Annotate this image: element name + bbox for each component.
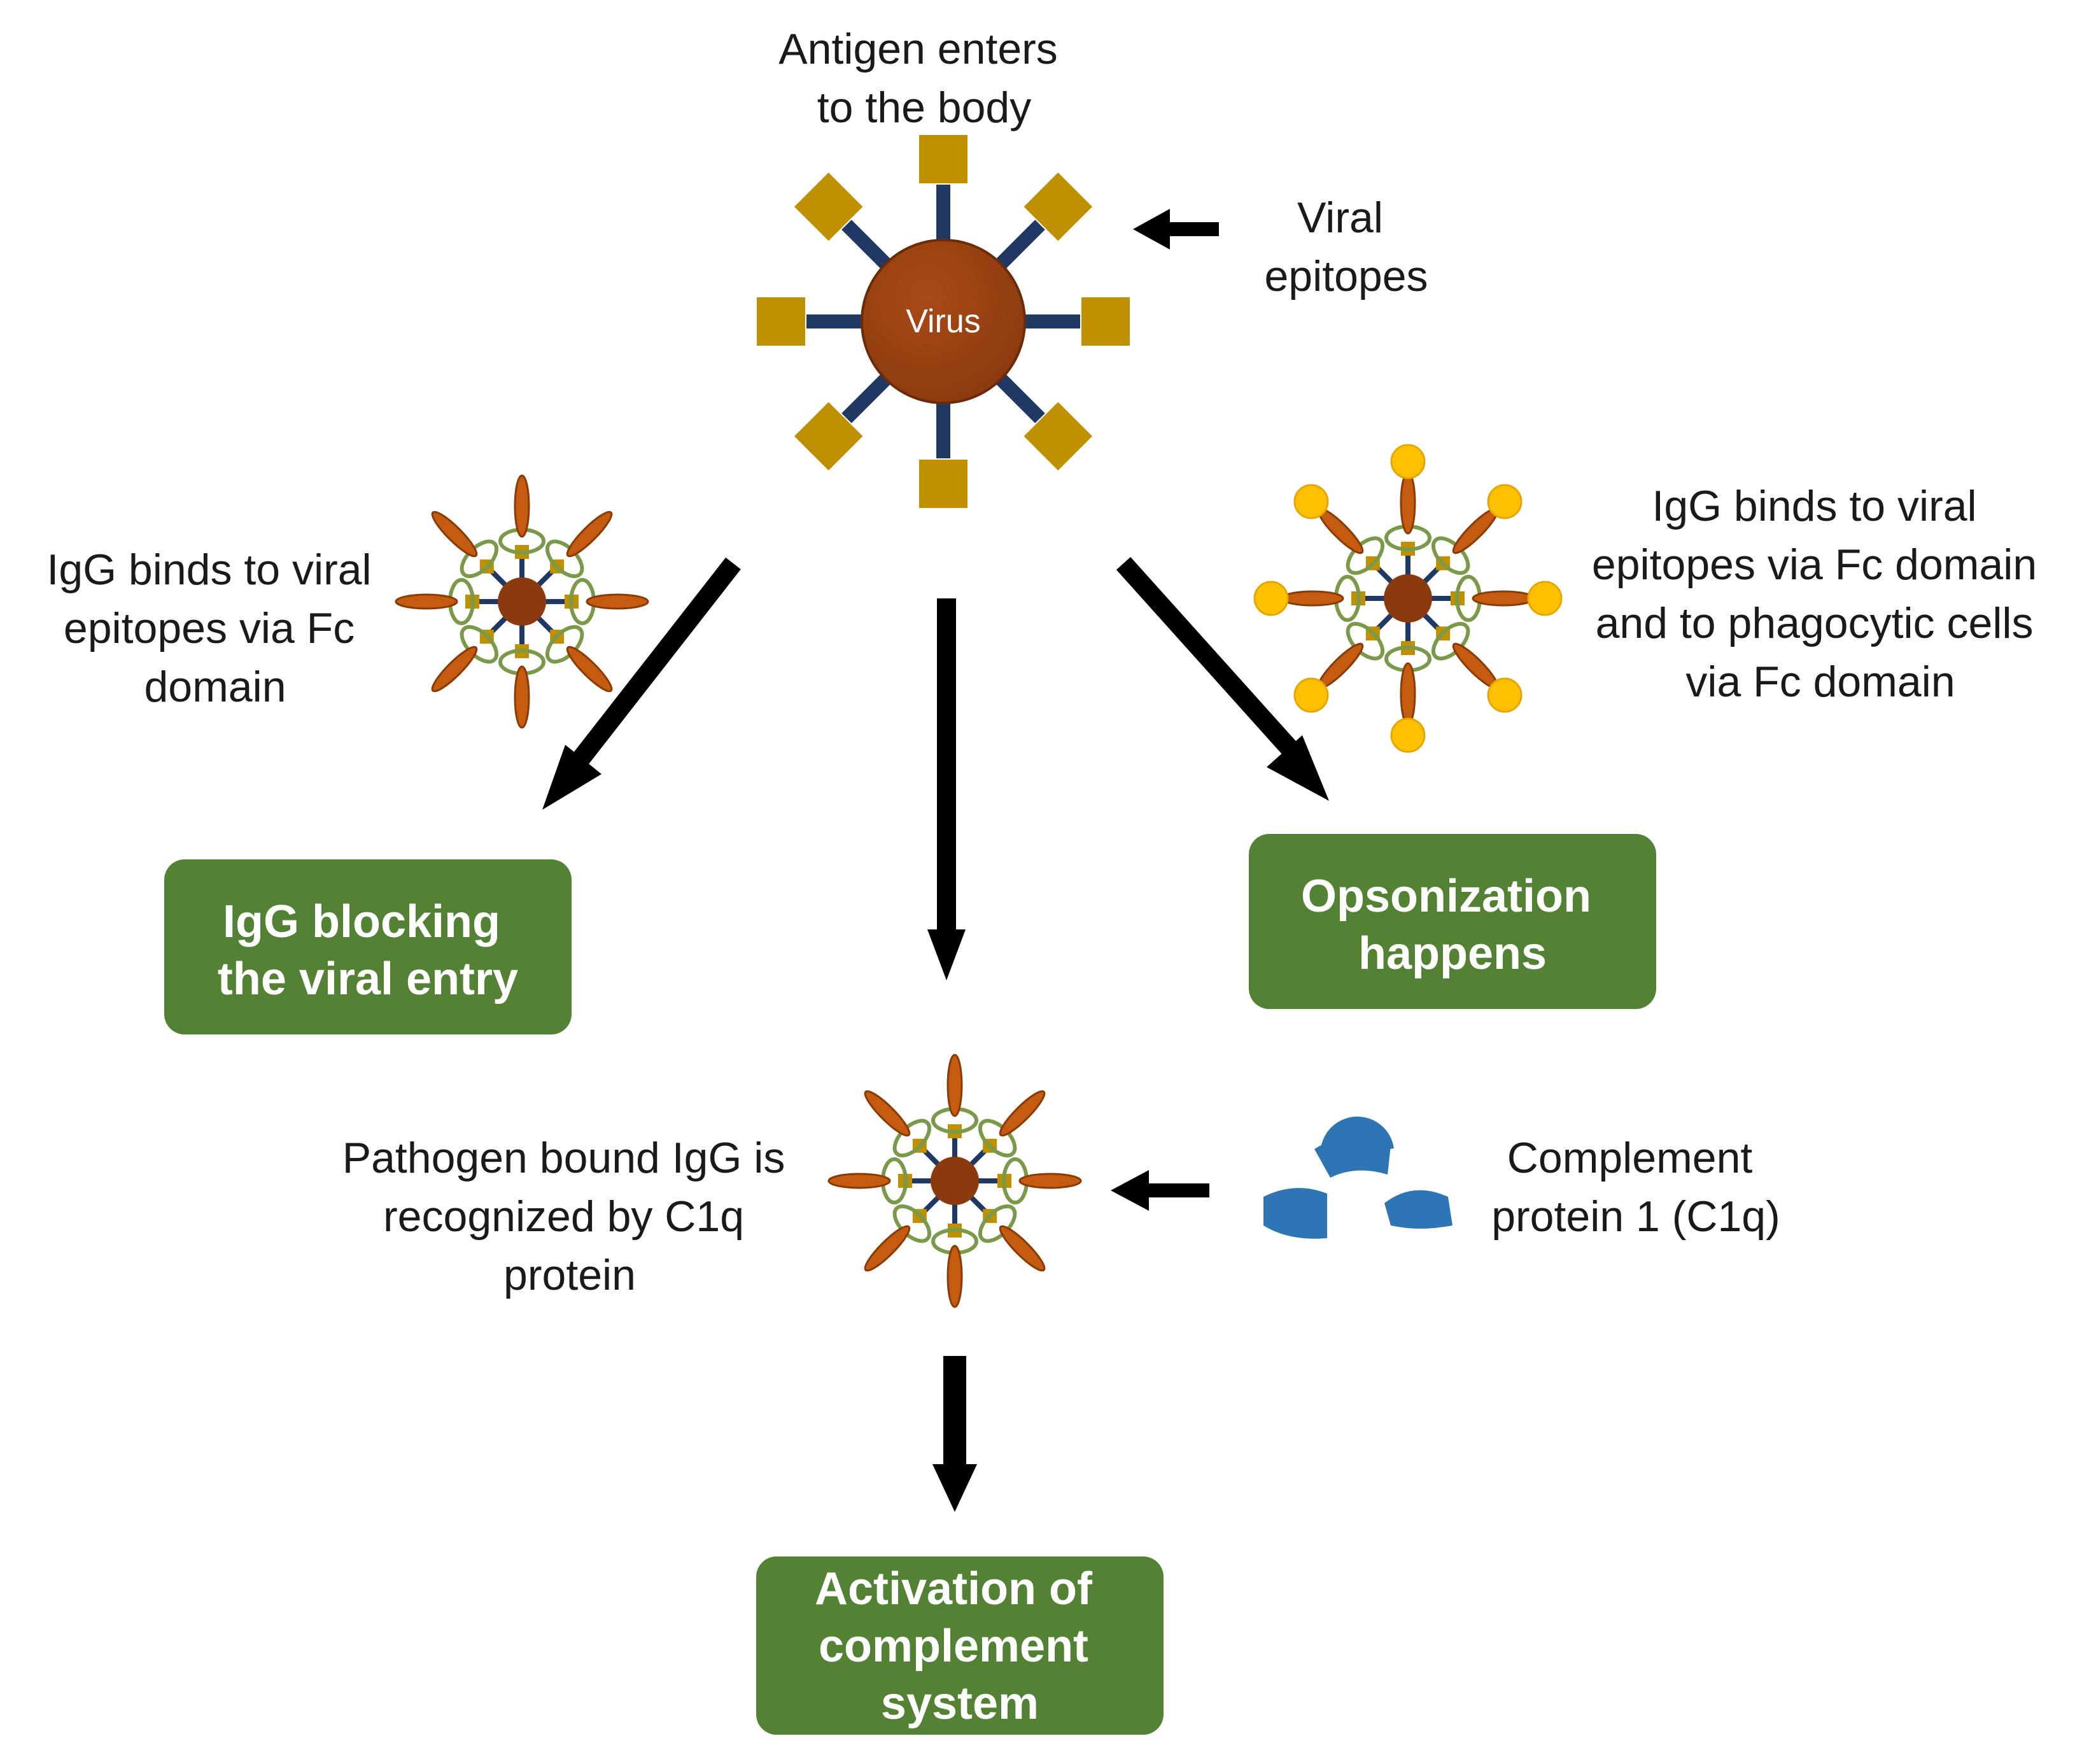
c1q-pointer-arrow bbox=[1111, 1170, 1209, 1211]
right-igg-label: IgG binds to viral epitopes via Fc domai… bbox=[1592, 482, 2049, 706]
igg-complex-icon bbox=[827, 1054, 1082, 1308]
svg-text:IgG blocking the viral e: IgG blocking the viral entry bbox=[218, 896, 518, 1005]
pathogen-label: Pathogen bound IgG is recognized by C1q … bbox=[342, 1134, 798, 1299]
activation-box: Activation of complement system bbox=[756, 1556, 1164, 1735]
blocking-box: IgG blocking the viral entry bbox=[164, 859, 572, 1034]
epitope-pointer-arrow bbox=[1133, 209, 1219, 250]
svg-text:Activation of complement: Activation of complement system bbox=[815, 1563, 1105, 1729]
left-igg-label: IgG binds to viral epitopes via Fc domai… bbox=[46, 546, 383, 711]
svg-text:Opsonization happens: Opsonization happens bbox=[1301, 871, 1604, 979]
virus-label: Virus bbox=[906, 303, 981, 340]
opsonization-box: Opsonization happens bbox=[1249, 834, 1656, 1009]
arrow-to-activation bbox=[932, 1356, 977, 1512]
antigen-label: Antigen enters to the body bbox=[778, 25, 1069, 132]
epitopes-label: Viral epitopes bbox=[1264, 194, 1428, 300]
arrow-to-opsonization bbox=[1116, 556, 1329, 801]
complement-label: Complement protein 1 (C1q) bbox=[1491, 1134, 1780, 1241]
arrow-to-blocking bbox=[542, 557, 741, 810]
c1q-protein-icon bbox=[1263, 1116, 1452, 1239]
opsonized-virus-icon bbox=[1253, 444, 1563, 753]
igg-complex-icon bbox=[395, 474, 649, 729]
arrow-to-complement bbox=[927, 598, 966, 980]
